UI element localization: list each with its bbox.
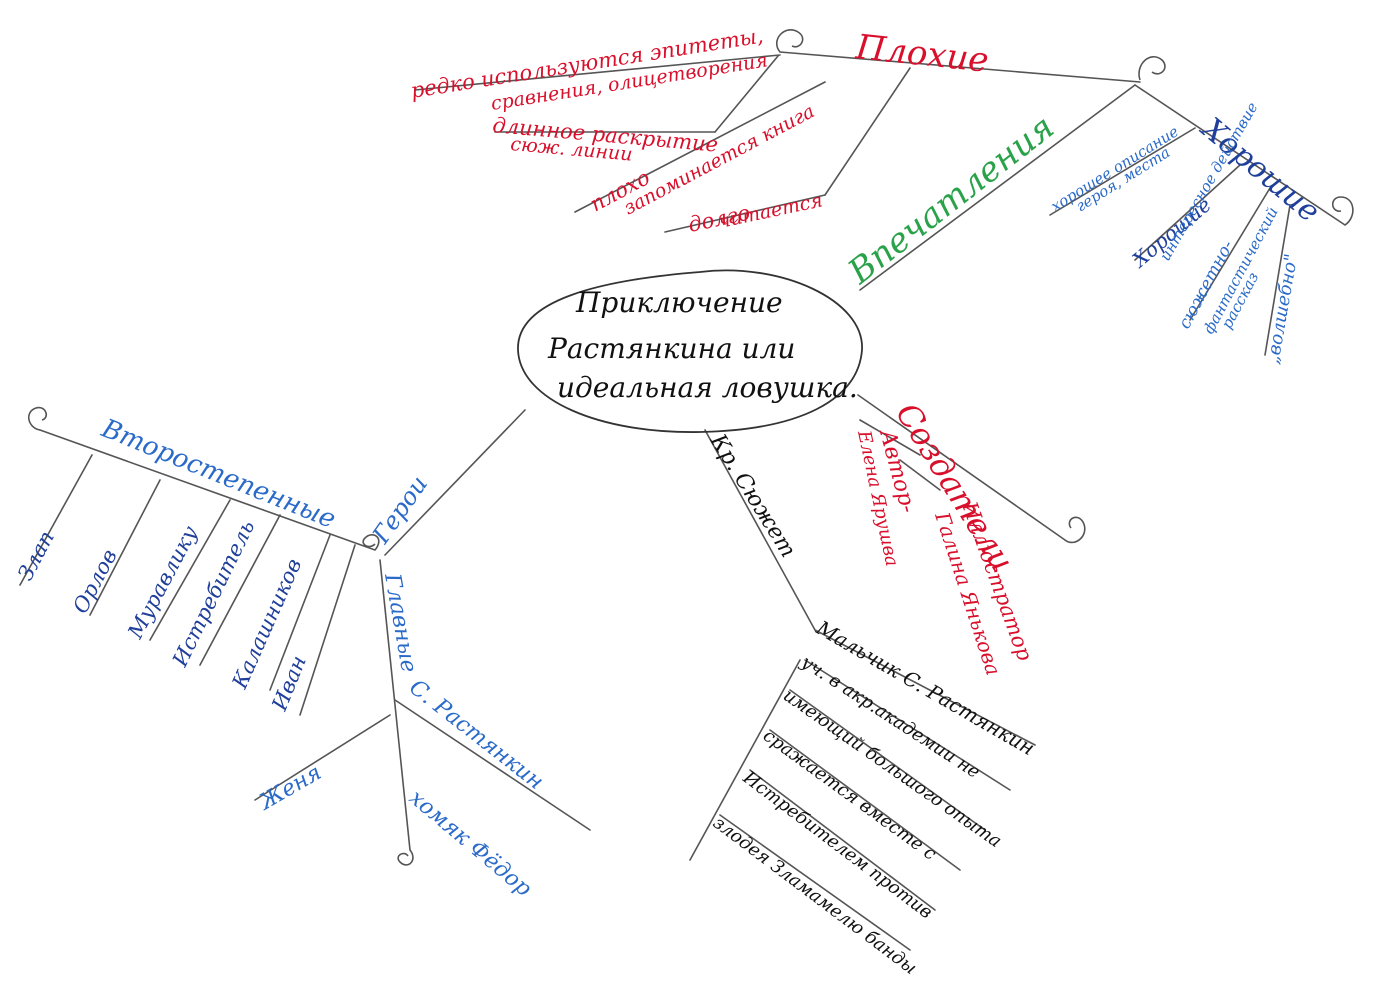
bad-title: Плохие [853, 27, 990, 81]
secondary-hero: Иван [267, 652, 311, 715]
bad-item: читается [716, 189, 824, 233]
main-hero: С. Растянкин [404, 675, 548, 795]
good-item: хорошее описание [1048, 122, 1182, 215]
secondary-hero: Злап [13, 527, 59, 585]
main-hero: Женя [254, 760, 326, 816]
center-line2: Растянкина или [547, 332, 795, 365]
plot-title: Кр. Сюжет [704, 429, 800, 562]
heroes-branch: Герои Второстепенные Злап Орлов Муравлик… [13, 413, 548, 901]
center-line3: идеальная ловушка. [557, 371, 858, 404]
good-item: „волшебно" [1262, 252, 1302, 366]
center-line1: Приключение [575, 286, 783, 319]
main-hero: хомяк Фёдор [404, 785, 536, 901]
curl-decorations [28, 29, 1354, 866]
secondary-hero: Орлов [68, 545, 122, 617]
good-branch: Хорошие хорошее описание героя, места Хо… [1048, 99, 1327, 366]
main-title: Главные [379, 571, 421, 675]
impressions-title: Впечатления [840, 107, 1062, 293]
center-ellipse [517, 269, 863, 433]
creators-branch: Создатели Автор- Елена Ярушва Иллюстрато… [853, 396, 1037, 678]
heroes-title: Герои [366, 471, 433, 550]
secondary-title: Второстепенные [96, 413, 339, 535]
center-title: Приключение Растянкина или идеальная лов… [547, 286, 858, 404]
bad-branch: Плохие редко используются эпитеты, сравн… [409, 23, 990, 236]
branch-lines [19, 51, 1346, 951]
